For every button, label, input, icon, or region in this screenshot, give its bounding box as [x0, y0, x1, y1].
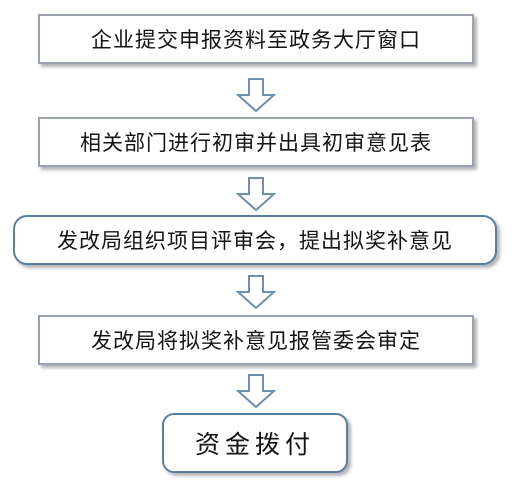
- step-label: 企业提交申报资料至政务大厅窗口: [91, 28, 421, 52]
- step-label: 资金拨付: [194, 430, 315, 459]
- step-label: 相关部门进行初审并出具初审意见表: [80, 131, 432, 155]
- step-fund-disbursement: 资金拨付: [162, 413, 348, 473]
- step-review-meeting: 发改局组织项目评审会，提出拟奖补意见: [13, 215, 497, 265]
- down-arrow-icon: [236, 78, 276, 112]
- down-arrow-icon: [236, 177, 276, 211]
- down-arrow-icon: [236, 275, 276, 309]
- step-submit-materials: 企业提交申报资料至政务大厅窗口: [38, 14, 474, 64]
- step-committee-approval: 发改局将拟奖补意见报管委会审定: [38, 315, 474, 365]
- step-label: 发改局组织项目评审会，提出拟奖补意见: [57, 229, 453, 253]
- down-arrow-icon: [236, 374, 276, 408]
- step-label: 发改局将拟奖补意见报管委会审定: [91, 329, 421, 353]
- step-preliminary-review: 相关部门进行初审并出具初审意见表: [38, 117, 474, 167]
